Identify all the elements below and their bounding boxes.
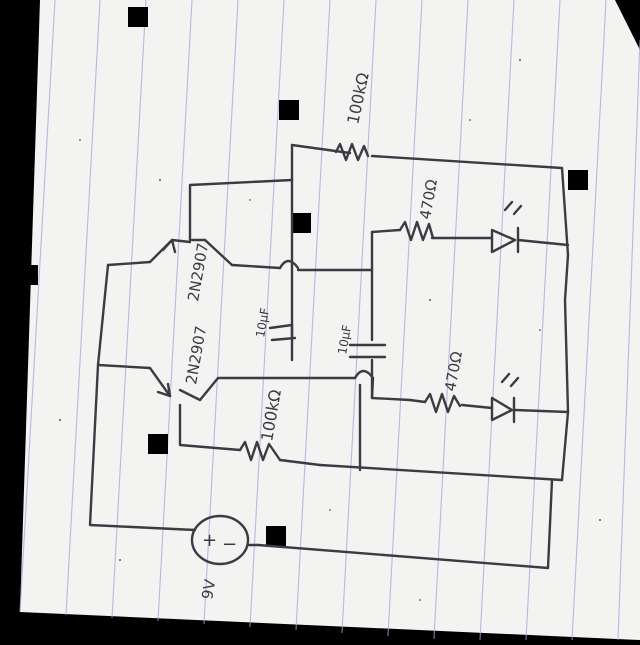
- resistor-led-bottom: [423, 392, 462, 414]
- capacitor-left: [268, 323, 297, 342]
- label-battery-plus: +: [202, 530, 217, 551]
- transistor-bottom: [148, 366, 202, 402]
- wires: [88, 143, 570, 570]
- led-top: [490, 200, 523, 254]
- label-battery: 9V: [198, 577, 219, 600]
- battery: [190, 514, 260, 566]
- label-battery-minus: −: [222, 534, 237, 555]
- transistor-top: [148, 238, 234, 267]
- resistor-base-bottom: [238, 440, 282, 462]
- ruled-lines: [19, 0, 640, 641]
- label-c-left: 10µF: [253, 307, 272, 339]
- paper-speckles: [59, 59, 601, 601]
- led-bottom: [490, 372, 520, 424]
- paper-sheet: [20, 0, 640, 640]
- black-markers: [18, 7, 588, 546]
- capacitor-right: [348, 343, 387, 359]
- label-c-right: 10µF: [335, 324, 354, 356]
- resistor-led-top: [398, 220, 435, 242]
- resistor-top: [334, 142, 370, 162]
